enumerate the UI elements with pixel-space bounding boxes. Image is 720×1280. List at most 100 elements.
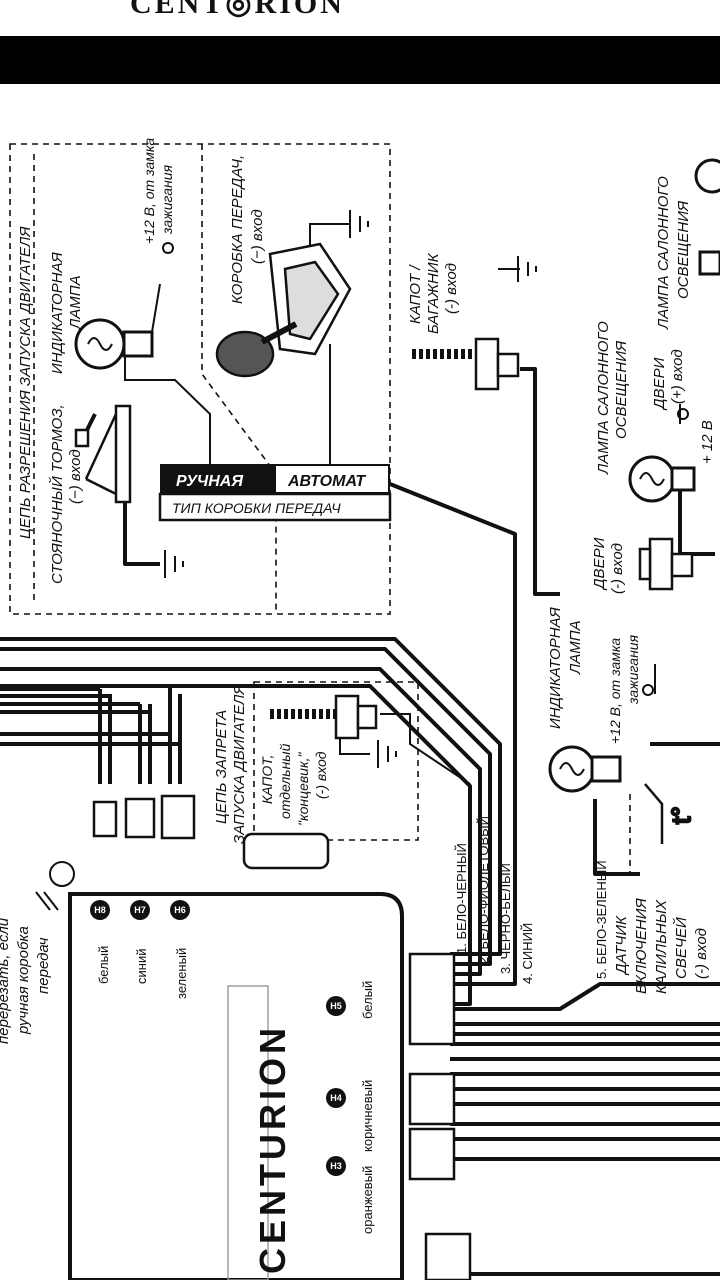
terminal-icon xyxy=(677,408,689,420)
wiring-diagram: t° CENTURION xyxy=(0,138,720,1280)
doors-plus-label: ДВЕРИ xyxy=(651,357,668,411)
wire-lamp-to-box xyxy=(124,344,211,464)
indicator-lamp-lower-label: ИНДИКАТОРНАЯ xyxy=(547,606,564,729)
wire-extra xyxy=(0,684,472,1006)
hood-trunk-label-2: БАГАЖНИК xyxy=(425,252,442,334)
hood-trunk-input: (-) вход xyxy=(443,263,460,314)
connector-h8 xyxy=(92,800,118,838)
connector-bottom xyxy=(424,1232,472,1280)
harness-right xyxy=(450,1022,720,1161)
pin-h7-dot xyxy=(130,900,150,920)
engine-block-box xyxy=(253,681,419,841)
ground-icon xyxy=(377,740,397,768)
connector-h6-color: зеленый xyxy=(174,948,189,999)
pin-h6-label: H6 xyxy=(174,905,186,915)
pin-h6-dot xyxy=(170,900,190,920)
harness-lines xyxy=(0,687,180,746)
wire-lamp-mid xyxy=(678,484,715,556)
engine-hood-label-3: "концевик," xyxy=(295,752,311,826)
ground-symbols xyxy=(164,210,537,768)
indicator-lamp-label: ИНДИКАТОРНАЯ xyxy=(49,251,66,374)
glow-plug-switch-icon: t° xyxy=(644,783,697,844)
connector-clip xyxy=(242,832,330,870)
brand-logo: CENT◎RION xyxy=(130,0,345,20)
wire-1 xyxy=(0,637,502,956)
parking-brake-label: СТОЯНОЧНЫЙ ТОРМОЗ, xyxy=(48,404,66,584)
gear-shifter-icon xyxy=(215,242,352,378)
gearbox-type-selector: РУЧНАЯ АВТОМАТ ТИП КОРОБКИ ПЕРЕДАЧ xyxy=(158,464,392,522)
wire-4-label: 4. СИНИЙ xyxy=(520,923,535,984)
connector-h7-color: синий xyxy=(134,949,149,984)
connector-h8-color: белый xyxy=(96,946,111,984)
ground-icon xyxy=(164,550,184,578)
gearbox-type-label: ТИП КОРОБКИ ПЕРЕДАЧ xyxy=(172,500,341,516)
indicator-lamp-lower-ignition: зажигания xyxy=(625,634,641,705)
wire-5-label: 5. БЕЛО-ЗЕЛЕНЫЙ xyxy=(594,860,609,979)
wire-2 xyxy=(0,647,492,966)
indicator-lamp-lower-label-2: ЛАМПА xyxy=(567,620,584,675)
connector-h4-color: коричневый xyxy=(360,1080,375,1152)
doors-minus-input: (-) вход xyxy=(609,543,626,594)
doors-minus-label: ДВЕРИ xyxy=(591,537,608,591)
parking-brake-input: (−) вход xyxy=(67,449,84,504)
centurion-unit xyxy=(68,892,404,1280)
glow-plug-label-3: КАЛИЛЬНЫХ xyxy=(653,899,670,994)
engine-hood-label: КАПОТ, xyxy=(259,755,275,805)
connector-h6 xyxy=(160,794,196,840)
gearbox-label: КОРОБКА ПЕРЕДАЧ, xyxy=(229,155,246,304)
terminal-icon xyxy=(162,242,174,254)
bulb-icon xyxy=(694,158,720,276)
unit-brand-text: CENTURION xyxy=(252,1024,293,1274)
wire-3-label: 3. ЧЕРНО-БЕЛЫЙ xyxy=(498,863,513,974)
cut-note-3: передач xyxy=(35,937,52,994)
svg-text:t°: t° xyxy=(666,806,696,824)
cut-note-2: ручная коробка xyxy=(15,926,32,1035)
cut-note: перерезать, если xyxy=(0,917,12,1044)
engine-block-title: ЦЕПЬ ЗАПРЕТА xyxy=(213,710,230,824)
bulb-icon xyxy=(548,745,622,793)
wire-lamp-lower xyxy=(593,799,640,876)
gearbox-divider xyxy=(33,144,277,614)
interior-lamp-top-label-2: ОСВЕЩЕНИЯ xyxy=(675,200,692,299)
glow-plug-label-2: ВКЛЮЧЕНИЯ xyxy=(633,898,650,994)
terminal-icon xyxy=(642,684,654,696)
wire-4 xyxy=(389,482,517,986)
wire-brake-ground xyxy=(123,500,160,566)
parking-brake-icon xyxy=(74,404,132,504)
connector-h7 xyxy=(124,797,156,839)
wire-2-label: 2. БЕЛО-ФИОЛЕТОВЫЙ xyxy=(476,816,491,964)
gearbox-input: (−) вход xyxy=(249,209,266,264)
pin-h4-label: H4 xyxy=(330,1093,342,1103)
door-switch-icon xyxy=(412,337,520,391)
unit-label-frame xyxy=(227,985,269,1280)
plus12-label: +12 В, от замка xyxy=(141,138,157,244)
pin-h8-dot xyxy=(90,900,110,920)
connector-main-block xyxy=(408,952,456,1046)
ignition-title: ЦЕПЬ РАЗРЕШЕНИЯ ЗАПУСКА ДВИГАТЕЛЯ xyxy=(17,226,34,539)
bulb-icon xyxy=(74,318,154,370)
connector-h3-color: оранжевый xyxy=(360,1166,375,1234)
hood-switch-icon xyxy=(270,694,378,740)
door-switch-icon xyxy=(638,537,694,591)
gearbox-automatic-label: АВТОМАТ xyxy=(287,473,366,490)
connector-h3-block xyxy=(408,1127,456,1181)
glow-plug-label-4: СВЕЧЕЙ xyxy=(672,917,690,979)
pin-h7-label: H7 xyxy=(134,905,146,915)
pin-h8-label: H8 xyxy=(94,905,106,915)
pin-h5-label: H5 xyxy=(330,1001,342,1011)
ignition-enable-box xyxy=(9,143,391,615)
pin-h4-dot xyxy=(326,1088,346,1108)
interior-lamp-mid-label: ЛАМПА САЛОННОГО xyxy=(595,321,612,475)
ground-icon xyxy=(517,256,537,282)
ground-icon xyxy=(349,210,369,238)
header-bar xyxy=(0,36,720,84)
indicator-lamp-lower-12v: +12 В, от замка xyxy=(607,638,623,744)
wire-5 xyxy=(450,982,720,1011)
glow-plug-input: (-) вход xyxy=(693,928,710,979)
interior-lamp-top-label: ЛАМПА САЛОННОГО xyxy=(655,176,672,330)
wire-hood-trunk xyxy=(520,367,560,596)
scissors-icon xyxy=(35,861,75,911)
bulb-icon xyxy=(628,455,696,503)
hood-trunk-label: КАПОТ / xyxy=(407,264,424,324)
